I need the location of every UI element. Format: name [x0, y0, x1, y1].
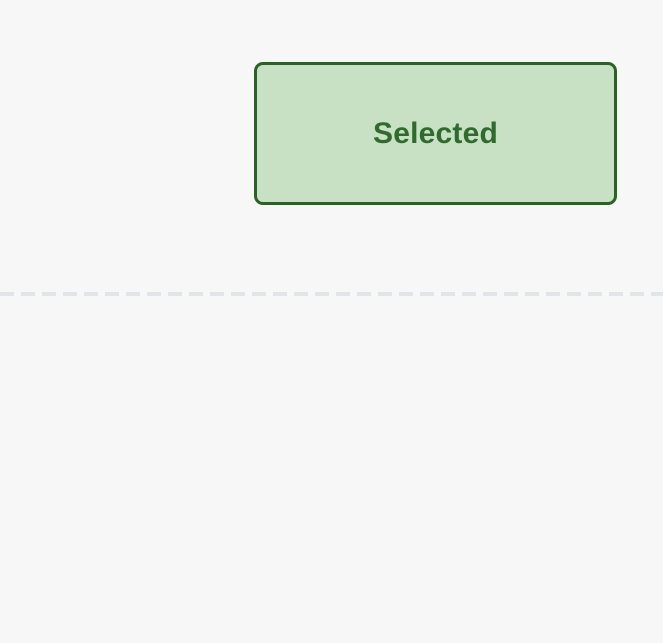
dashed-divider: [0, 292, 663, 296]
list-item: ce can be ation. Selected: [0, 0, 663, 294]
selected-button[interactable]: Selected: [254, 62, 617, 205]
list-item: ession 2 Big Idea of alues) and Select: [0, 297, 663, 643]
